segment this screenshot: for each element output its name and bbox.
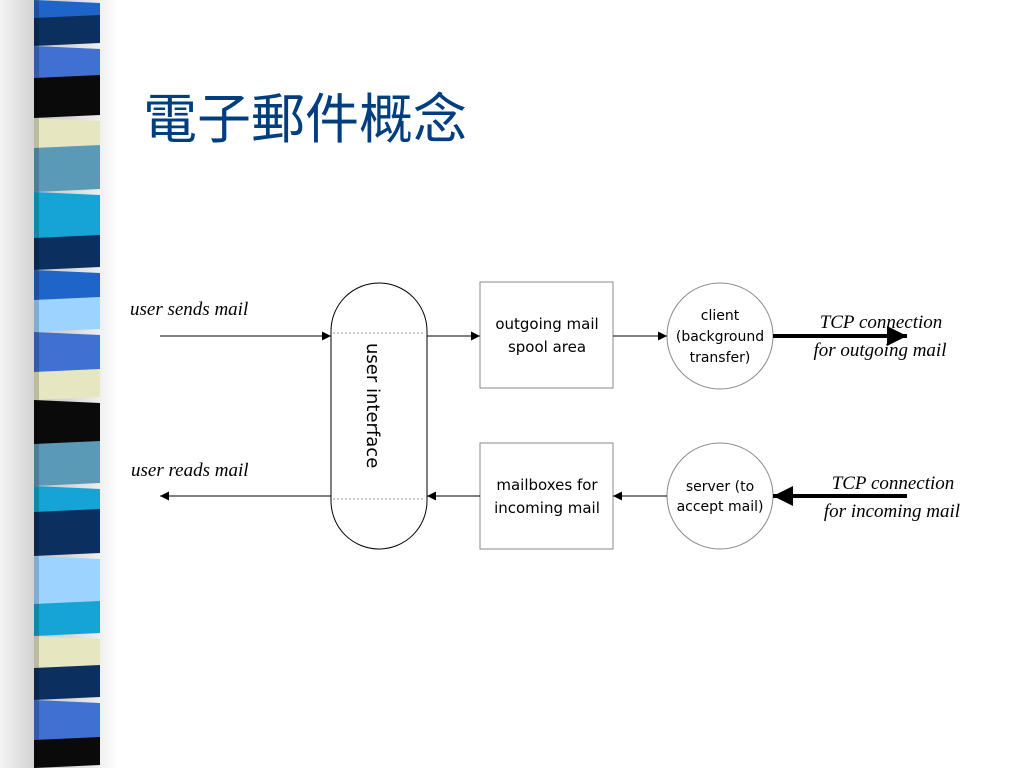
label-user-sends-mail: user sends mail: [130, 299, 248, 320]
page-title: 電子郵件概念: [143, 88, 467, 151]
side-strip-band: [34, 369, 100, 400]
side-strip-band: [34, 270, 100, 303]
side-strip-band: [34, 400, 100, 447]
incoming-mailboxes-box: [479, 442, 614, 550]
side-strip-band: [34, 601, 100, 636]
server-label-line2: accept mail): [677, 499, 764, 515]
client-label-line1: client: [701, 308, 740, 324]
side-strip-band: [34, 441, 100, 486]
client-label-line3: transfer): [690, 350, 751, 366]
side-strip-band: [34, 486, 100, 515]
side-strip-band: [34, 145, 100, 192]
side-strip-band: [34, 15, 100, 46]
server-label-line1: server (to: [686, 479, 754, 495]
side-strip-band: [34, 636, 100, 671]
label-tcp-outgoing-line1: TCP connection: [820, 312, 943, 333]
side-strip-band: [34, 737, 100, 768]
incoming-mailboxes-label-line1: mailboxes for: [496, 476, 598, 494]
label-tcp-incoming-line1: TCP connection: [832, 473, 955, 494]
incoming-mailboxes-label-line2: incoming mail: [494, 499, 600, 517]
outgoing-spool-label-line2: spool area: [508, 338, 586, 356]
user-interface-capsule: [330, 282, 428, 550]
side-strip-edge: [34, 0, 39, 768]
side-strip-band: [34, 75, 100, 118]
side-strip-band: [34, 235, 100, 270]
side-strip-band: [34, 665, 100, 700]
side-strip-band: [34, 297, 100, 332]
label-tcp-incoming-line2: for incoming mail: [824, 501, 960, 522]
label-user-reads-mail: user reads mail: [131, 460, 249, 481]
side-strip-band: [34, 556, 100, 607]
side-strip-band: [34, 700, 100, 743]
side-strip-band: [34, 118, 100, 151]
outgoing-spool-label-line1: outgoing mail: [495, 315, 598, 333]
side-strip-band: [34, 46, 100, 81]
side-strip-band: [34, 509, 100, 556]
user-interface-label: user interface: [362, 343, 383, 468]
side-strip-band: [34, 192, 100, 241]
side-strip-band: [34, 332, 100, 375]
server-circle: [666, 442, 774, 550]
decorative-side-strip: [34, 0, 100, 768]
label-tcp-outgoing-line2: for outgoing mail: [813, 340, 946, 361]
client-label-line2: (background: [676, 329, 764, 345]
outgoing-spool-box: [479, 281, 614, 389]
